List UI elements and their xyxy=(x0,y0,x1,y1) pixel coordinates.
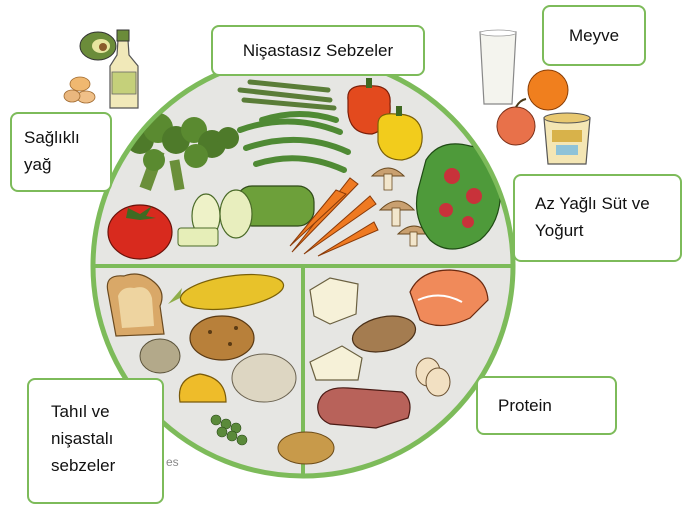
bread-icon xyxy=(107,274,164,336)
label-line: Sağlıklı xyxy=(24,124,98,151)
label-line: Tahıl ve xyxy=(51,398,140,425)
label-line: Meyve xyxy=(569,22,619,49)
caption-fragment: es xyxy=(166,455,179,469)
label-line: Protein xyxy=(498,392,552,419)
label-healthy-fat: Sağlıklı yağ xyxy=(10,112,112,192)
label-fruit: Meyve xyxy=(542,5,646,66)
label-line: Az Yağlı Süt ve xyxy=(535,190,660,217)
label-grains-starchy-vegetables: Tahıl ve nişastalı sebzeler xyxy=(27,378,164,504)
label-low-fat-dairy: Az Yağlı Süt ve Yoğurt xyxy=(513,174,682,262)
label-line: yağ xyxy=(24,151,98,178)
label-line: Nişastasız Sebzeler xyxy=(243,37,393,64)
label-non-starchy-vegetables: Nişastasız Sebzeler xyxy=(211,25,425,76)
label-protein: Protein xyxy=(476,376,617,435)
label-line: sebzeler xyxy=(51,452,140,479)
tomato-icon xyxy=(108,205,172,259)
potato-icon xyxy=(190,316,254,360)
label-line: nişastalı xyxy=(51,425,140,452)
label-line: Yoğurt xyxy=(535,217,660,244)
beef-steak-icon xyxy=(318,388,410,428)
oil-bottle-avocado-icon xyxy=(64,30,138,108)
